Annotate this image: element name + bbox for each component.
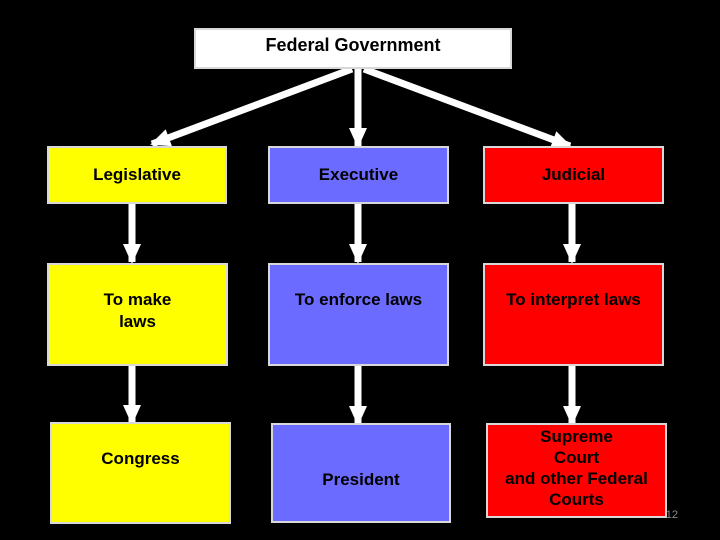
judicial-box: Judicial	[483, 146, 664, 204]
executive-label: Executive	[318, 165, 399, 184]
supreme-court-box: Supreme Court and other Federal Courts	[486, 423, 667, 518]
supreme-court-line-2: Court	[553, 448, 600, 467]
supreme-court-line-1: Supreme	[540, 427, 613, 446]
arrow-root-to-judicial	[362, 65, 572, 150]
slide-number: 12	[665, 509, 678, 521]
congress-label: Congress	[101, 449, 180, 468]
judicial-role-box: To interpret laws	[483, 263, 664, 366]
judicial-label: Judicial	[541, 165, 606, 184]
arrow-root-to-legislative	[150, 65, 354, 148]
legislative-role-line-2: laws	[119, 312, 156, 331]
legislative-label: Legislative	[93, 165, 181, 184]
legislative-role-box: To make laws	[47, 263, 228, 366]
judicial-role-line-1: To interpret laws	[506, 290, 641, 309]
supreme-court-line-3: and other Federal	[505, 469, 648, 488]
president-label: President	[322, 470, 400, 489]
executive-box: Executive	[268, 146, 449, 204]
congress-box: Congress	[50, 422, 231, 524]
legislative-box: Legislative	[47, 146, 227, 204]
executive-role-box: To enforce laws	[268, 263, 449, 366]
federal-government-box: Federal Government	[194, 28, 512, 69]
federal-government-label: Federal Government	[265, 35, 441, 55]
supreme-court-line-4: Courts	[549, 490, 604, 509]
legislative-role-line-1: To make	[103, 290, 172, 309]
executive-role-line-1: To enforce laws	[294, 290, 423, 309]
president-box: President	[271, 423, 451, 523]
